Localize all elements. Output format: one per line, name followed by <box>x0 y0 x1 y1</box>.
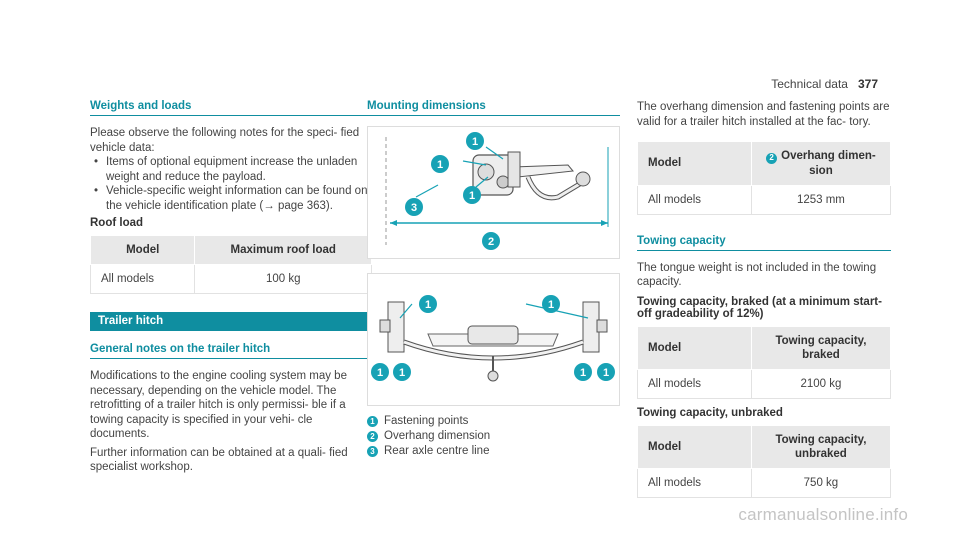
table-header: Maximum roof load <box>194 235 372 265</box>
weights-intro: Please observe the following notes for t… <box>90 127 360 154</box>
general-para-1: Modifications to the engine cooling syst… <box>90 370 347 440</box>
table-row: All models 2100 kg <box>637 368 892 399</box>
table-cell: 100 kg <box>194 264 372 294</box>
callout-number-icon: 3 <box>367 446 378 457</box>
bullet-item: Vehicle-specific weight information can … <box>90 184 372 213</box>
general-para-2: Further information can be obtained at a… <box>90 446 348 474</box>
general-notes-heading: General notes on the trailer hitch <box>90 343 372 359</box>
column-middle: Mounting dimensions 1 1 1 3 2 <box>367 100 620 459</box>
table-cell: All models <box>637 184 752 215</box>
table-row: All models 750 kg <box>637 467 892 498</box>
section-name: Technical data <box>771 77 848 91</box>
svg-text:1: 1 <box>437 159 443 171</box>
hitch-side-view-illustration: 1 1 1 3 2 <box>385 132 609 250</box>
watermark: carmanualsonline.info <box>738 505 908 524</box>
svg-text:1: 1 <box>377 367 383 379</box>
table-header: Model <box>637 424 752 469</box>
page-header: Technical data 377 <box>771 77 878 91</box>
column-left: Weights and loads Please observe the fol… <box>89 100 372 475</box>
svg-text:2: 2 <box>488 236 494 248</box>
side-view-figure: 1 1 1 3 2 <box>367 126 620 259</box>
svg-text:1: 1 <box>580 367 586 379</box>
svg-text:1: 1 <box>425 299 431 311</box>
svg-text:1: 1 <box>399 367 405 379</box>
weights-bullets: Items of optional equipment increase the… <box>90 155 372 213</box>
mounting-heading: Mounting dimensions <box>367 100 620 116</box>
table-cell: 2100 kg <box>750 368 892 399</box>
table-header: Model <box>637 325 752 370</box>
towing-heading: Towing capacity <box>637 235 891 251</box>
bullet-item: Items of optional equipment increase the… <box>90 155 372 184</box>
hitch-rear-view-illustration: 1 1 1 1 1 1 <box>371 295 615 382</box>
svg-text:1: 1 <box>469 190 475 202</box>
table-header: Model <box>89 235 196 265</box>
svg-text:1: 1 <box>548 299 554 311</box>
table-cell: All models <box>637 368 752 399</box>
table-cell: All models <box>637 467 752 498</box>
svg-text:3: 3 <box>411 202 417 214</box>
table-header: Model <box>637 141 752 186</box>
unbraked-heading: Towing capacity, unbraked <box>637 406 783 419</box>
overhang-note: The overhang dimension and fastening poi… <box>637 101 890 128</box>
roof-load-table: Model Maximum roof load All models 100 k… <box>89 235 372 294</box>
table-row: All models 1253 mm <box>637 184 892 215</box>
table-row: All models 100 kg <box>89 264 372 294</box>
trailer-hitch-bar: Trailer hitch <box>90 312 372 331</box>
braked-heading: Towing capacity, braked (at a minimum st… <box>637 295 882 320</box>
page-number: 377 <box>857 77 878 91</box>
table-cell: 1253 mm <box>750 184 892 215</box>
roof-load-heading: Roof load <box>90 217 144 229</box>
table-cell: 750 kg <box>750 467 892 498</box>
table-cell: All models <box>89 264 196 294</box>
column-right: The overhang dimension and fastening poi… <box>637 100 892 498</box>
unbraked-table: Model Towing capacity, unbraked All mode… <box>637 424 892 498</box>
rear-view-figure: 1 1 1 1 1 1 <box>367 273 620 406</box>
table-header: Towing capacity, braked <box>750 325 892 370</box>
table-header: Towing capacity, unbraked <box>750 424 892 469</box>
svg-text:1: 1 <box>472 136 478 148</box>
towing-note: The tongue weight is not included in the… <box>637 261 877 289</box>
callout-number-icon: 2 <box>766 152 778 164</box>
callout-number-icon: 1 <box>367 416 378 427</box>
svg-text:1: 1 <box>603 367 609 379</box>
callout-number-icon: 2 <box>367 431 378 442</box>
weights-heading: Weights and loads <box>90 100 372 116</box>
braked-table: Model Towing capacity, braked All models… <box>637 325 892 399</box>
